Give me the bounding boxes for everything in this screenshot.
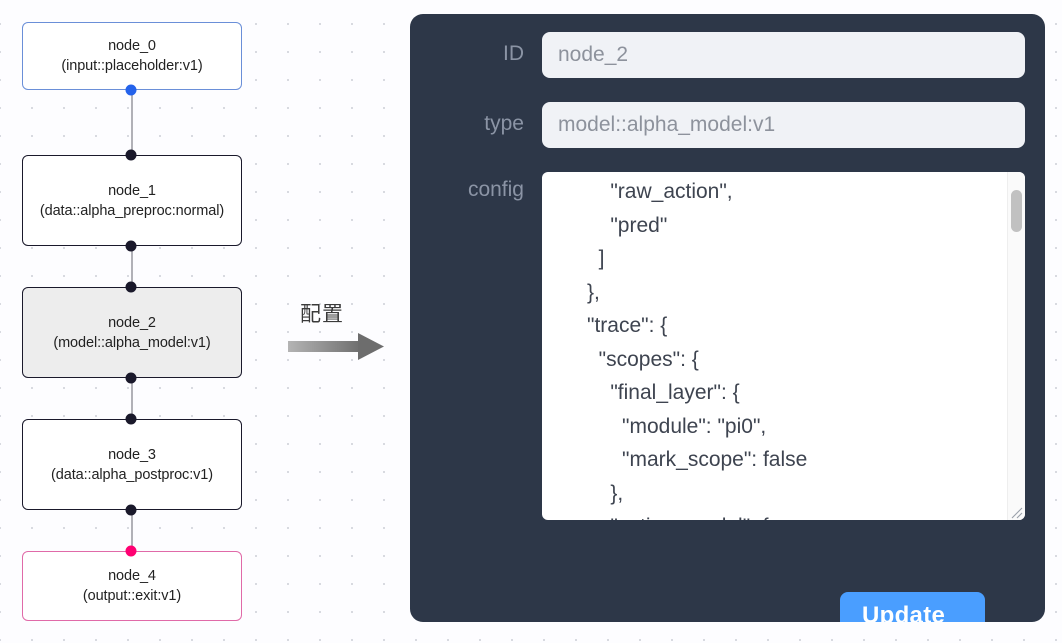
node-handle-target-node_1[interactable] [125, 149, 137, 161]
field-row-id: ID [430, 32, 1025, 78]
graph-node-label: node_3(data::alpha_postproc:v1) [51, 446, 213, 483]
graph-node-node_0[interactable]: node_0(input::placeholder:v1) [22, 22, 242, 90]
config-scrollbar[interactable] [1007, 172, 1025, 520]
update-button[interactable]: Update [840, 592, 985, 622]
config-scrollbar-thumb[interactable] [1011, 190, 1022, 232]
config-textarea[interactable]: "raw_action", "pred" ] }, "trace": { "sc… [542, 172, 997, 520]
node-handle-target-node_4[interactable] [125, 545, 137, 557]
edge-node3-node4 [131, 509, 133, 575]
graph-node-label: node_1(data::alpha_preproc:normal) [39, 182, 225, 219]
field-row-config: config "raw_action", "pred" ] }, "trace"… [430, 172, 1025, 520]
edge-node0-node1 [131, 89, 133, 155]
graph-node-label: node_2(model::alpha_model:v1) [53, 314, 211, 351]
node-handle-source-node_1[interactable] [125, 240, 137, 252]
field-label-type: type [484, 112, 524, 135]
field-label-config: config [467, 178, 524, 201]
edge-node2-node3 [131, 377, 133, 443]
node-handle-source-node_2[interactable] [125, 372, 137, 384]
node-handle-source-node_0[interactable] [125, 84, 137, 96]
node-handle-source-node_3[interactable] [125, 504, 137, 516]
arrow-right-icon [288, 332, 388, 367]
graph-node-label: node_0(input::placeholder:v1) [61, 38, 203, 74]
node-handle-target-node_2[interactable] [125, 281, 137, 293]
annotation-group: 配置 [288, 298, 398, 368]
field-label-id: ID [503, 42, 524, 65]
annotation-caption: 配置 [300, 302, 344, 326]
type-input[interactable] [542, 102, 1025, 148]
resize-handle-icon[interactable] [1009, 505, 1023, 519]
graph-node-label: node_4(output::exit:v1) [82, 568, 182, 604]
graph-node-node_1[interactable]: node_1(data::alpha_preproc:normal) [22, 155, 242, 246]
node-handle-target-node_3[interactable] [125, 413, 137, 425]
field-row-type: type [430, 102, 1025, 148]
graph-node-node_2[interactable]: node_2(model::alpha_model:v1) [22, 287, 242, 378]
id-input[interactable] [542, 32, 1025, 78]
graph-node-node_3[interactable]: node_3(data::alpha_postproc:v1) [22, 419, 242, 510]
node-config-panel: ID type config "raw_action", "pred" ] },… [410, 14, 1045, 622]
config-editor[interactable]: "raw_action", "pred" ] }, "trace": { "sc… [542, 172, 1025, 520]
graph-node-node_4[interactable]: node_4(output::exit:v1) [22, 551, 242, 621]
